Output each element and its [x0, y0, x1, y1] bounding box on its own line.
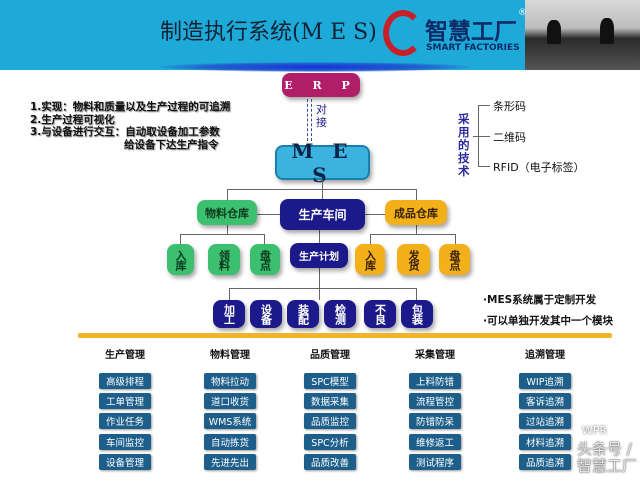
tech-item: 二维码: [493, 131, 526, 144]
material-warehouse-box: 物料仓库: [197, 200, 257, 225]
module-item-button[interactable]: 品质改善: [304, 454, 356, 470]
module-item-button[interactable]: 品质追溯: [519, 454, 571, 470]
mes-box: M E S: [275, 139, 370, 187]
product-shipping-box: 发货: [397, 244, 430, 275]
tech-item: 条形码: [493, 100, 526, 113]
bracket-tick: [478, 105, 490, 106]
tech-label: 采用的技术: [458, 112, 470, 178]
bracket-tick: [473, 136, 490, 137]
module-item-button[interactable]: 流程管控: [409, 393, 461, 409]
connector: [227, 189, 228, 200]
rowers-photo: [525, 0, 640, 70]
connector: [180, 234, 181, 244]
process-box: 加工: [213, 300, 245, 328]
rower-silhouette: [547, 20, 561, 44]
connector: [229, 288, 417, 289]
module-item-button[interactable]: WIP追溯: [519, 373, 571, 389]
product-stocktake-box: 盘点: [439, 244, 470, 275]
logo-subtext: SMART FACTORIES: [426, 43, 520, 53]
material-inbound-box: 入库: [167, 244, 194, 275]
module-item-button[interactable]: WMS系统: [204, 413, 256, 429]
process-box: 装配: [287, 300, 319, 328]
connector: [227, 189, 417, 190]
module-item-button[interactable]: SPC分析: [304, 434, 356, 450]
logo-text: 智慧工厂: [425, 19, 517, 45]
module-item-button[interactable]: 道口收货: [204, 393, 256, 409]
side-note: ·MES系统属于定制开发: [483, 294, 597, 306]
process-box: 设备: [250, 300, 282, 328]
module-item-button[interactable]: 数据采集: [304, 393, 356, 409]
workshop-box: 生产车间: [280, 199, 365, 230]
tech-item: RFID（电子标签）: [493, 161, 585, 174]
registered-mark: ®: [518, 8, 527, 18]
module-title: 物料管理: [210, 350, 250, 361]
connector: [370, 234, 455, 235]
rower-silhouette: [600, 18, 614, 44]
divider: [78, 333, 612, 338]
module-item-button[interactable]: 车间监控: [99, 434, 151, 450]
production-plan-box: 生产计划: [290, 243, 348, 268]
process-box: 包装: [401, 300, 433, 328]
note-line: 3.与设备进行交互：自动取设备加工参数: [30, 126, 220, 138]
module-item-button[interactable]: 工单管理: [99, 393, 151, 409]
module-item-button[interactable]: 维修返工: [409, 434, 461, 450]
link-label: 对接: [316, 103, 327, 129]
process-box: 检测: [324, 300, 356, 328]
module-title: 采集管理: [415, 350, 455, 361]
erp-box: E R P: [282, 73, 360, 97]
module-item-button[interactable]: 先进先出: [204, 454, 256, 470]
watermark-wpr: WPR: [582, 424, 608, 437]
module-item-button[interactable]: 过站追溯: [519, 413, 571, 429]
link-arrow-down: [307, 99, 308, 141]
connector: [416, 225, 417, 234]
note-line: 1.实现：物料和质量以及生产过程的可追溯: [30, 101, 231, 113]
material-issue-box: 领料: [208, 244, 240, 275]
module-item-button[interactable]: 作业任务: [99, 413, 151, 429]
product-inbound-box: 入库: [355, 244, 385, 275]
module-item-button[interactable]: SPC模型: [304, 373, 356, 389]
note-line: 2.生产过程可视化: [30, 113, 115, 126]
bracket-tick: [478, 166, 490, 167]
page-title: 制造执行系统(M E S): [160, 20, 377, 45]
module-item-button[interactable]: 材料追溯: [519, 434, 571, 450]
connector: [370, 234, 371, 244]
note-line: 给设备下达生产指令: [124, 138, 219, 151]
connector: [227, 225, 228, 234]
module-item-button[interactable]: 防错防呆: [409, 413, 461, 429]
module-item-button[interactable]: 自动拣货: [204, 434, 256, 450]
side-note: ·可以单独开发其中一个模块: [483, 315, 613, 327]
connector: [455, 234, 456, 244]
side-notes: ·MES系统属于定制开发 ·可以单独开发其中一个模块: [483, 290, 613, 332]
connector: [180, 234, 264, 235]
title-underline: [160, 62, 470, 72]
feature-notes: 1.实现：物料和质量以及生产过程的可追溯 2.生产过程可视化 3.与设备进行交互…: [30, 101, 230, 151]
watermark: 头条号 / 智慧工厂: [577, 440, 638, 475]
logo-icon: [383, 10, 423, 56]
process-box: 不良: [364, 300, 396, 328]
connector: [416, 189, 417, 200]
connector: [229, 288, 230, 300]
link-arrow-up: [311, 99, 312, 141]
module-item-button[interactable]: 上料防错: [409, 373, 461, 389]
module-title: 生产管理: [105, 350, 145, 361]
module-item-button[interactable]: 测试程序: [409, 454, 461, 470]
connector: [264, 234, 265, 244]
module-item-button[interactable]: 设备管理: [99, 454, 151, 470]
module-title: 追溯管理: [525, 350, 565, 361]
module-item-button[interactable]: 物料拉动: [204, 373, 256, 389]
connector: [322, 180, 323, 200]
module-item-button[interactable]: 高级排程: [99, 373, 151, 389]
connector: [416, 288, 417, 300]
header-banner: [0, 0, 525, 70]
module-item-button[interactable]: 客诉追溯: [519, 393, 571, 409]
module-title: 品质管理: [310, 350, 350, 361]
product-warehouse-box: 成品仓库: [385, 200, 447, 225]
module-item-button[interactable]: 品质监控: [304, 413, 356, 429]
material-stocktake-box: 盘点: [250, 244, 280, 275]
